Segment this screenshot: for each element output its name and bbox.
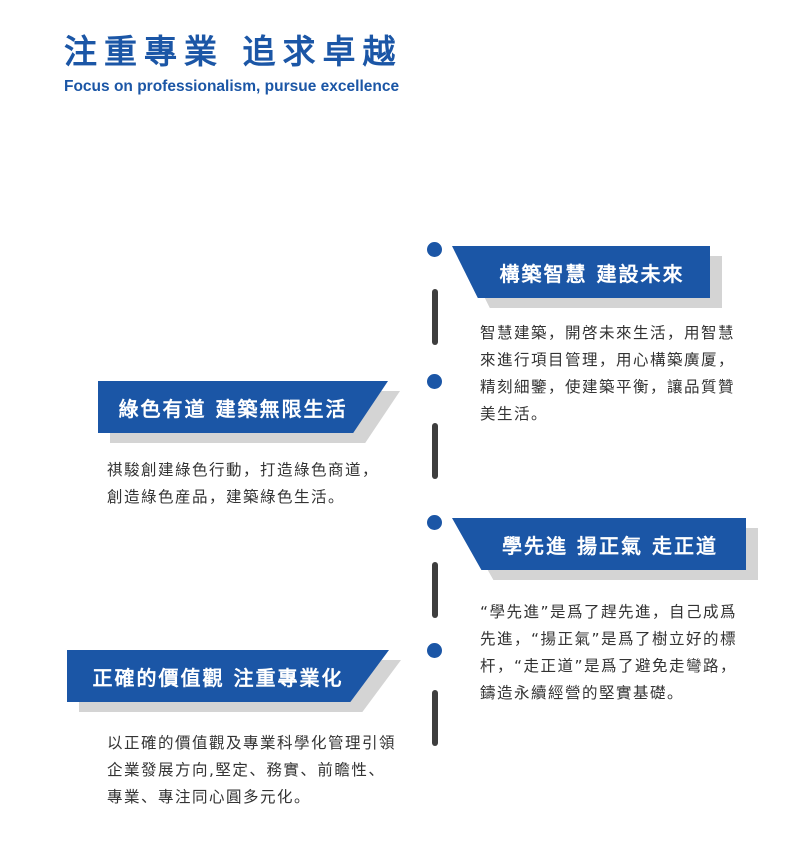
section-description: “學先進”是爲了趕先進，自己成爲先進，“揚正氣”是爲了樹立好的標杆，“走正道”是… xyxy=(480,603,738,702)
timeline-dot xyxy=(427,643,442,658)
timeline-dot xyxy=(427,242,442,257)
section-title: 正確的價值觀 注重專業化 xyxy=(67,650,389,702)
section-title-ribbon: 綠色有道 建築無限生活 xyxy=(98,381,400,443)
timeline-bar xyxy=(432,289,438,345)
timeline-bar xyxy=(432,690,438,746)
page-title: 注重專業 追求卓越 xyxy=(64,32,403,71)
section-title-ribbon: 構築智慧 建設未來 xyxy=(452,246,722,308)
timeline-bar xyxy=(432,423,438,479)
section-description: 智慧建築，開啓未來生活，用智慧來進行項目管理，用心構築廣厦，精刻細鑒，使建築平衡… xyxy=(480,324,736,423)
section-title-ribbon: 正確的價值觀 注重專業化 xyxy=(67,650,401,712)
section-description: 以正確的價值觀及專業科學化管理引領企業發展方向,堅定、務實、前瞻性、專業、專注同… xyxy=(107,734,397,806)
timeline-dot xyxy=(427,374,442,389)
section-title-ribbon: 學先進 揚正氣 走正道 xyxy=(452,518,758,580)
page-subtitle: Focus on professionalism, pursue excelle… xyxy=(64,78,400,95)
section-description: 祺駿創建綠色行動，打造綠色商道，創造綠色産品，建築綠色生活。 xyxy=(107,461,380,506)
section-title: 學先進 揚正氣 走正道 xyxy=(452,518,746,570)
section-title: 綠色有道 建築無限生活 xyxy=(98,381,388,433)
section-title: 構築智慧 建設未來 xyxy=(452,246,710,298)
timeline-dot xyxy=(427,515,442,530)
timeline-bar xyxy=(432,562,438,618)
